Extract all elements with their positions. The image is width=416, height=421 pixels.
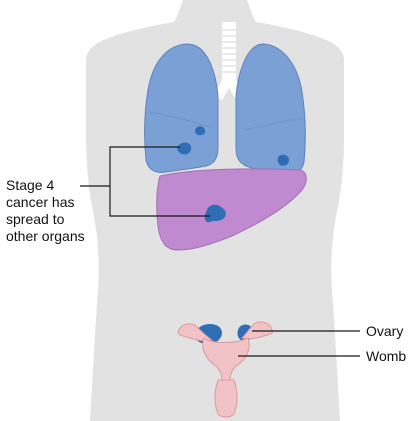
cervix <box>215 380 237 417</box>
womb-label: Womb <box>366 348 406 364</box>
lung-tumor-right <box>278 155 289 166</box>
stage-label-line3: spread to <box>6 211 65 227</box>
stage-label-line4: other organs <box>6 228 85 244</box>
ovary-label: Ovary <box>366 323 403 339</box>
stage-label-line1: Stage 4 <box>6 177 54 193</box>
stage-label-line2: cancer has <box>6 194 74 210</box>
